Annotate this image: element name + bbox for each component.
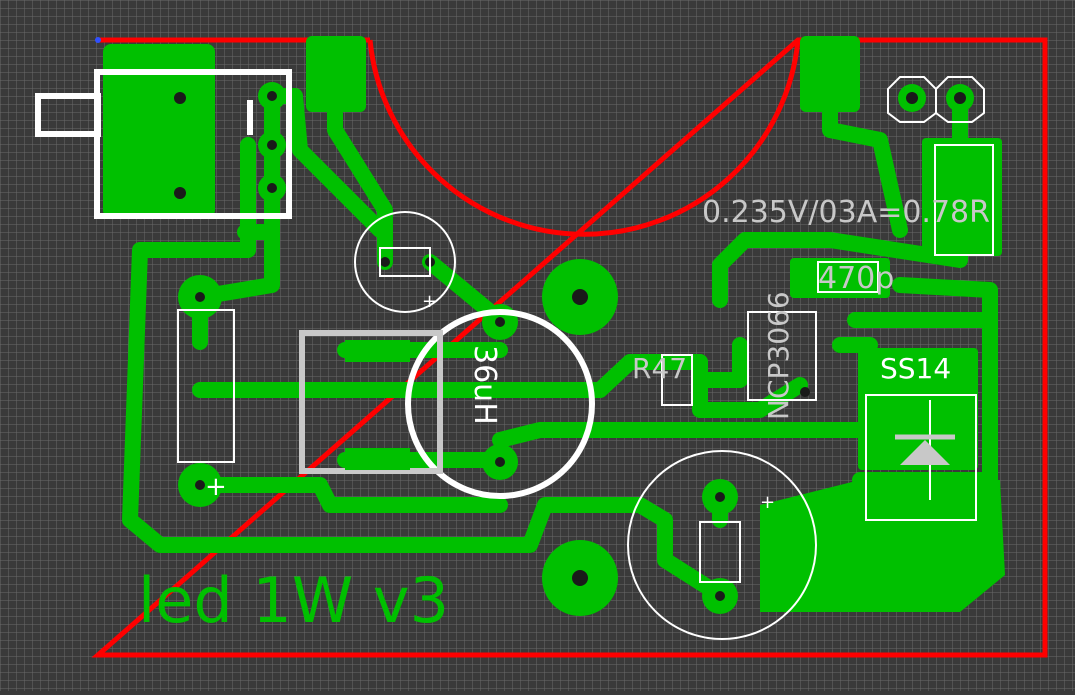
value-label: 0.235V/03A=0.78R (702, 195, 990, 230)
resistor-label: R47 (632, 352, 687, 385)
transistor-outline (299, 330, 443, 474)
diode-symbol (900, 440, 950, 465)
plus-mark-left: + (205, 472, 227, 502)
header-pins (887, 76, 985, 123)
silkscreen (35, 69, 994, 640)
inductor-label: 36uH (467, 345, 502, 425)
board-title: led 1W v3 (138, 564, 449, 637)
diode-label: SS14 (880, 352, 951, 385)
transistor-pads (345, 340, 410, 470)
ic-label: NCP3066 (762, 291, 795, 420)
copper-layer (103, 36, 1005, 612)
plus-mark-big-cap: + (760, 492, 775, 513)
cap-label: 470p (818, 261, 894, 296)
origin-marker (95, 37, 101, 43)
plus-mark-small-cap: + (422, 291, 437, 312)
